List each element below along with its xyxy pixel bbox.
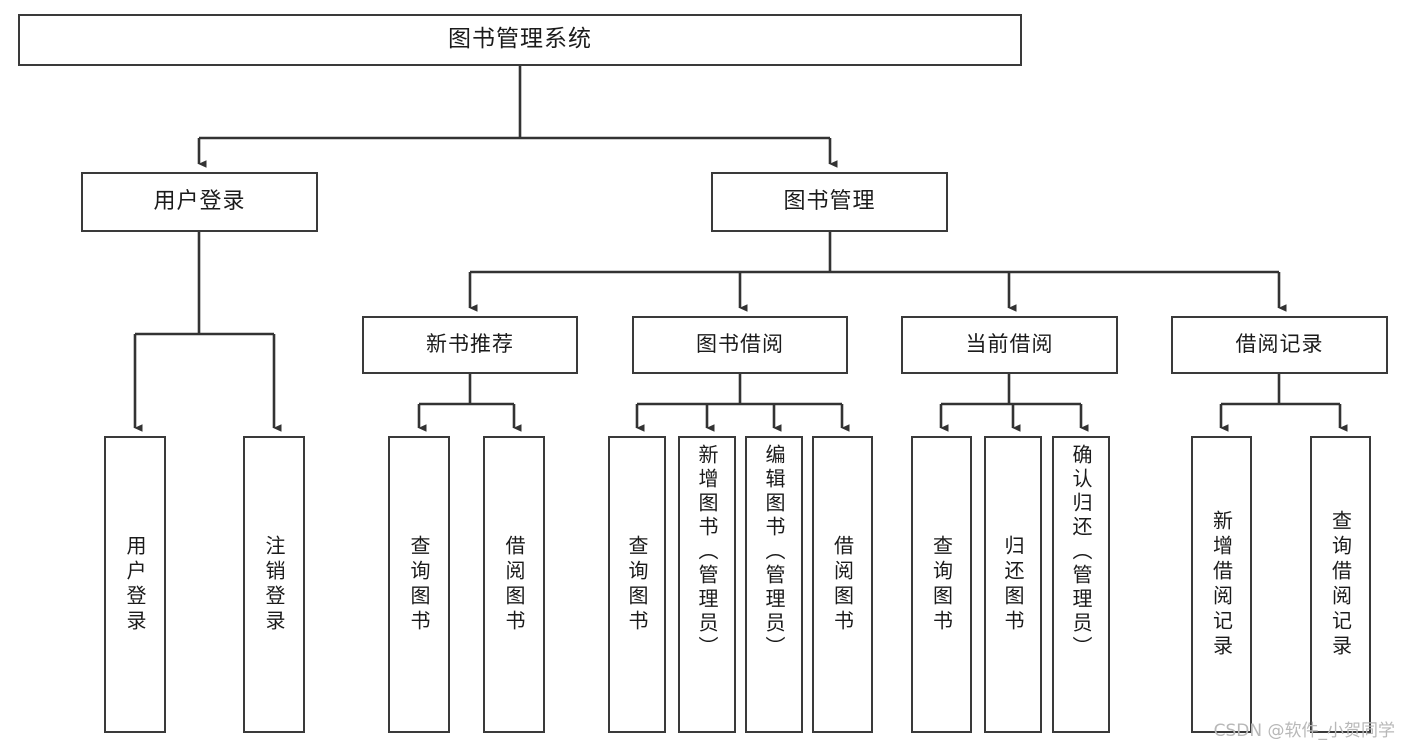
node-leaf-query-book-3[interactable]: 查询图书 <box>911 436 972 733</box>
node-leaf-user-logout-label: 注销登录 <box>262 534 286 635</box>
csdn-watermark: CSDN @软件_小贺同学 <box>1213 721 1395 741</box>
node-leaf-query-book-1[interactable]: 查询图书 <box>388 436 450 733</box>
node-leaf-add-book[interactable]: 新增图书（管理员） <box>678 436 736 733</box>
node-user-login[interactable]: 用户登录 <box>81 172 318 232</box>
node-book-manage[interactable]: 图书管理 <box>711 172 948 232</box>
node-leaf-borrow-book-1-label: 借阅图书 <box>502 534 526 635</box>
node-new-book-rec[interactable]: 新书推荐 <box>362 316 578 374</box>
node-user-login-label: 用户登录 <box>153 188 246 214</box>
node-current-borrow[interactable]: 当前借阅 <box>901 316 1118 374</box>
node-book-manage-label: 图书管理 <box>783 188 876 214</box>
node-leaf-user-logout[interactable]: 注销登录 <box>243 436 305 733</box>
node-leaf-return-book[interactable]: 归还图书 <box>984 436 1042 733</box>
node-leaf-add-record[interactable]: 新增借阅记录 <box>1191 436 1252 733</box>
node-leaf-query-book-1-label: 查询图书 <box>407 534 431 635</box>
node-leaf-edit-book[interactable]: 编辑图书（管理员） <box>745 436 803 733</box>
node-leaf-query-book-3-label: 查询图书 <box>929 534 954 635</box>
node-leaf-add-record-label: 新增借阅记录 <box>1209 509 1234 660</box>
node-leaf-return-book-label: 归还图书 <box>1001 534 1025 635</box>
node-leaf-user-login-label: 用户登录 <box>123 534 147 635</box>
node-leaf-query-record-label: 查询借阅记录 <box>1328 509 1353 660</box>
node-leaf-user-login[interactable]: 用户登录 <box>104 436 166 733</box>
node-leaf-borrow-book-1[interactable]: 借阅图书 <box>483 436 545 733</box>
node-borrow-record-label: 借阅记录 <box>1235 332 1324 357</box>
node-leaf-confirm-return[interactable]: 确认归还（管理员） <box>1052 436 1110 733</box>
node-leaf-query-record[interactable]: 查询借阅记录 <box>1310 436 1371 733</box>
node-book-borrow[interactable]: 图书借阅 <box>632 316 848 374</box>
node-book-borrow-label: 图书借阅 <box>696 332 784 357</box>
node-leaf-query-book-2-label: 查询图书 <box>625 534 649 635</box>
node-leaf-add-book-label: 新增图书（管理员） <box>695 444 719 660</box>
node-leaf-borrow-book-2-label: 借阅图书 <box>830 534 855 635</box>
node-current-borrow-label: 当前借阅 <box>965 332 1054 357</box>
node-leaf-query-book-2[interactable]: 查询图书 <box>608 436 666 733</box>
node-borrow-record[interactable]: 借阅记录 <box>1171 316 1388 374</box>
node-root[interactable]: 图书管理系统 <box>18 14 1022 66</box>
node-leaf-edit-book-label: 编辑图书（管理员） <box>762 444 786 660</box>
node-new-book-rec-label: 新书推荐 <box>426 332 514 357</box>
node-leaf-borrow-book-2[interactable]: 借阅图书 <box>812 436 873 733</box>
node-leaf-confirm-return-label: 确认归还（管理员） <box>1069 444 1093 660</box>
node-root-label: 图书管理系统 <box>448 26 592 53</box>
